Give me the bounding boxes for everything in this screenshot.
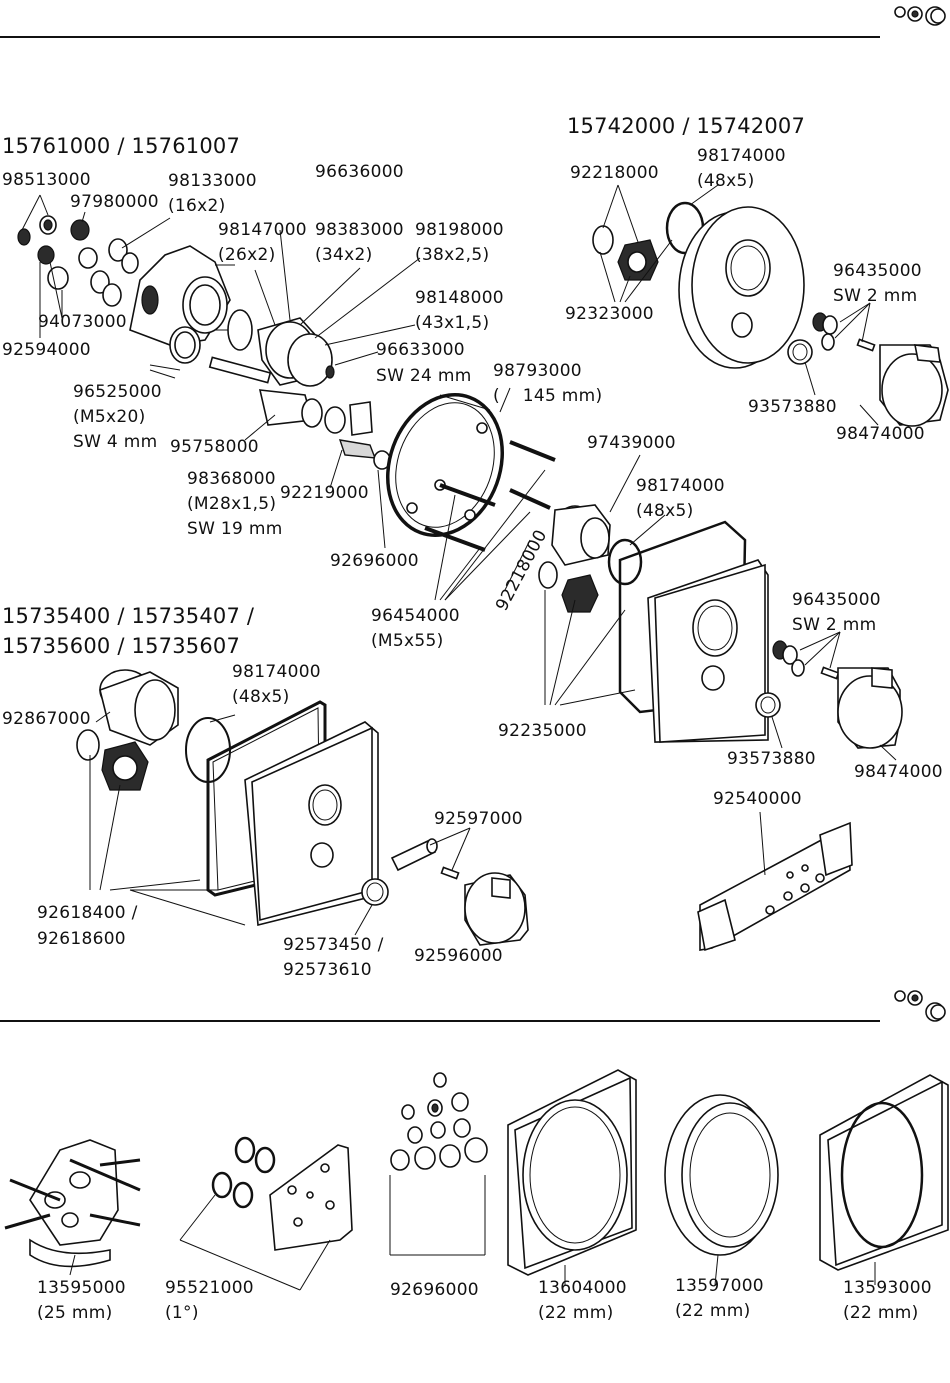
accessory-13593000-drawing xyxy=(819,1074,949,1285)
accessory-13597000-drawing xyxy=(664,1094,779,1286)
section-divider-top xyxy=(0,36,880,38)
part-label-92594000: 92594000 xyxy=(2,340,91,360)
accessory-95521000-drawing xyxy=(179,1136,353,1291)
part-size-98148000: (43x1,5) xyxy=(415,313,490,333)
mounting-bracket xyxy=(697,811,853,952)
small-fittings-a xyxy=(17,194,171,338)
part-size-96525000: (M5x20) xyxy=(73,407,146,427)
set-b-title: 15742000 / 15742007 xyxy=(567,114,805,138)
mounting-plate-ring xyxy=(386,387,511,537)
part-label-92867000: 92867000 xyxy=(2,709,91,729)
part-label-13593000: 13593000 xyxy=(843,1278,932,1298)
part-label-92597000: 92597000 xyxy=(434,809,523,829)
part-label-96633000: 96633000 xyxy=(376,340,465,360)
part-label-92573450: 92573450 / xyxy=(283,935,384,955)
part-sw-96633000: SW 24 mm xyxy=(376,366,472,386)
part-label-98148000: 98148000 xyxy=(415,288,504,308)
part-size-98198000: (38x2,5) xyxy=(415,245,490,265)
part-label-96435000-b: 96435000 xyxy=(792,590,881,610)
part-label-98474000-b: 98474000 xyxy=(854,762,943,782)
part-label-95758000: 95758000 xyxy=(170,437,259,457)
part-label-92618600: 92618600 xyxy=(37,929,126,949)
part-label-95521000: 95521000 xyxy=(165,1278,254,1298)
part-sw-96435000-b: SW 2 mm xyxy=(792,615,877,635)
part-sw-96435000-a: SW 2 mm xyxy=(833,286,918,306)
part-label-98368000: 98368000 xyxy=(187,469,276,489)
part-label-92540000: 92540000 xyxy=(713,789,802,809)
set-c-title-line1: 15735400 / 15735407 / xyxy=(2,604,255,628)
part-label-13597000: 13597000 xyxy=(675,1276,764,1296)
part-label-96636000: 96636000 xyxy=(315,162,404,182)
part-label-96454000: 96454000 xyxy=(371,606,460,626)
part-label-97439000: 97439000 xyxy=(587,433,676,453)
part-label-92696000-a: 92696000 xyxy=(330,551,419,571)
part-label-93573880-b: 93573880 xyxy=(727,749,816,769)
part-label-98147000: 98147000 xyxy=(218,220,307,240)
spindle-assembly xyxy=(149,356,391,549)
accessory-13604000-drawing xyxy=(507,1069,637,1285)
part-label-98174000-b: 98174000 xyxy=(636,476,725,496)
part-size-13597000: (22 mm) xyxy=(675,1301,751,1321)
part-label-98793000: 98793000 xyxy=(493,361,582,381)
valve-body xyxy=(129,245,235,371)
part-label-13604000: 13604000 xyxy=(538,1278,627,1298)
part-sw-98368000: SW 19 mm xyxy=(187,519,283,539)
part-size-96454000: (M5x55) xyxy=(371,631,444,651)
part-size-98174000-a: (48x5) xyxy=(697,171,755,191)
part-size-13595000: (25 mm) xyxy=(37,1303,113,1323)
part-label-92618400: 92618400 / xyxy=(37,903,138,923)
section-divider-accessories xyxy=(0,1020,880,1022)
parts-icon-2 xyxy=(894,990,946,1022)
part-label-93573880-a: 93573880 xyxy=(748,397,837,417)
set-a-title: 15761000 / 15761007 xyxy=(2,134,240,158)
part-label-98198000: 98198000 xyxy=(415,220,504,240)
part-size-98147000: (26x2) xyxy=(218,245,276,265)
accessory-13595000-drawing xyxy=(4,1139,141,1276)
square-trim-set xyxy=(504,454,903,761)
part-size-98174000-b: (48x5) xyxy=(636,501,694,521)
part-size-98368000: (M28x1,5) xyxy=(187,494,277,514)
square-trim-variant xyxy=(76,669,529,946)
parts-icon xyxy=(894,6,946,26)
accessory-92696000-drawing xyxy=(389,1072,488,1256)
part-label-98474000-a: 98474000 xyxy=(836,424,925,444)
part-size-98133000: (16x2) xyxy=(168,196,226,216)
long-screws xyxy=(424,440,556,601)
part-label-94073000: 94073000 xyxy=(38,312,127,332)
part-size-98383000: (34x2) xyxy=(315,245,373,265)
part-label-92596000: 92596000 xyxy=(414,946,503,966)
part-label-98513000: 98513000 xyxy=(2,170,91,190)
round-trim-set xyxy=(592,184,949,427)
part-label-96435000-a: 96435000 xyxy=(833,261,922,281)
thermostatic-cartridge xyxy=(227,229,421,387)
part-size-13604000: (22 mm) xyxy=(538,1303,614,1323)
part-label-98174000-a: 98174000 xyxy=(697,146,786,166)
part-label-92323000: 92323000 xyxy=(565,304,654,324)
part-label-96525000: 96525000 xyxy=(73,382,162,402)
part-label-92219000: 92219000 xyxy=(280,483,369,503)
part-size-98174000-c: (48x5) xyxy=(232,687,290,707)
set-c-title-line2: 15735600 / 15735607 xyxy=(2,634,240,658)
part-label-97980000: 97980000 xyxy=(70,192,159,212)
part-label-92235000: 92235000 xyxy=(498,721,587,741)
part-size-13593000: (22 mm) xyxy=(843,1303,919,1323)
part-label-92218000-a: 92218000 xyxy=(570,163,659,183)
part-label-92573610: 92573610 xyxy=(283,960,372,980)
part-label-98174000-c: 98174000 xyxy=(232,662,321,682)
part-label-98133000: 98133000 xyxy=(168,171,257,191)
part-size-98793000: ( 145 mm) xyxy=(493,386,603,406)
part-label-92696000-b: 92696000 xyxy=(390,1280,479,1300)
part-size-95521000: (1°) xyxy=(165,1303,199,1323)
part-sw-96525000: SW 4 mm xyxy=(73,432,158,452)
part-label-13595000: 13595000 xyxy=(37,1278,126,1298)
part-label-98383000: 98383000 xyxy=(315,220,404,240)
